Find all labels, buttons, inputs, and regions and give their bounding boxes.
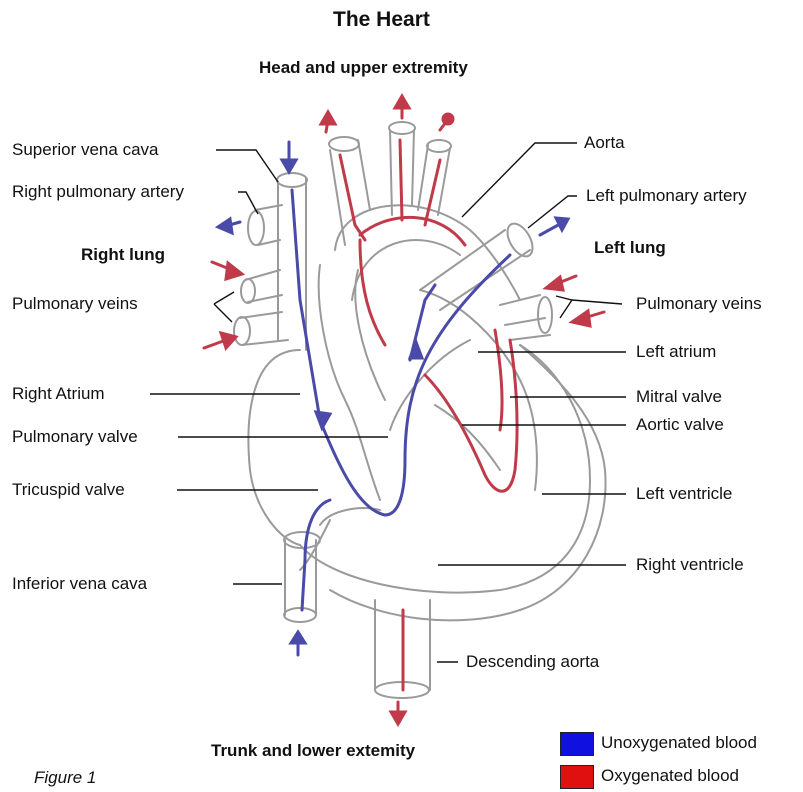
pulmonary-veins-right-label: Pulmonary veins (12, 294, 138, 314)
left-lung-label: Left lung (594, 238, 666, 258)
superior-vena-cava-label: Superior vena cava (12, 140, 158, 160)
right-atrium-label: Right Atrium (12, 384, 105, 404)
legend-label-oxygenated: Oxygenated blood (601, 766, 739, 786)
right-pulmonary-artery-label: Right pulmonary artery (12, 182, 184, 202)
aorta-label: Aorta (584, 133, 625, 153)
diagram-title: The Heart (333, 10, 430, 30)
right-lung-label: Right lung (81, 245, 165, 265)
pulmonary-veins-left-label: Pulmonary veins (636, 294, 762, 314)
legend-label-unoxygenated: Unoxygenated blood (601, 733, 757, 753)
left-atrium-label: Left atrium (636, 342, 716, 362)
direction-bottom-label: Trunk and lower extemity (211, 741, 415, 761)
right-ventricle-label: Right ventricle (636, 555, 744, 575)
descending-aorta-label: Descending aorta (466, 652, 599, 672)
legend-swatch-oxygenated (560, 765, 594, 789)
direction-top-label: Head and upper extremity (259, 58, 468, 78)
left-ventricle-label: Left ventricle (636, 484, 732, 504)
tricuspid-valve-label: Tricuspid valve (12, 480, 125, 500)
inferior-vena-cava-label: Inferior vena cava (12, 574, 147, 594)
mitral-valve-label: Mitral valve (636, 387, 722, 407)
aortic-valve-label: Aortic valve (636, 415, 724, 435)
left-pulmonary-artery-label: Left pulmonary artery (586, 186, 747, 206)
legend-swatch-unoxygenated (560, 732, 594, 756)
figure-caption: Figure 1 (34, 768, 96, 788)
pulmonary-valve-label: Pulmonary valve (12, 427, 138, 447)
